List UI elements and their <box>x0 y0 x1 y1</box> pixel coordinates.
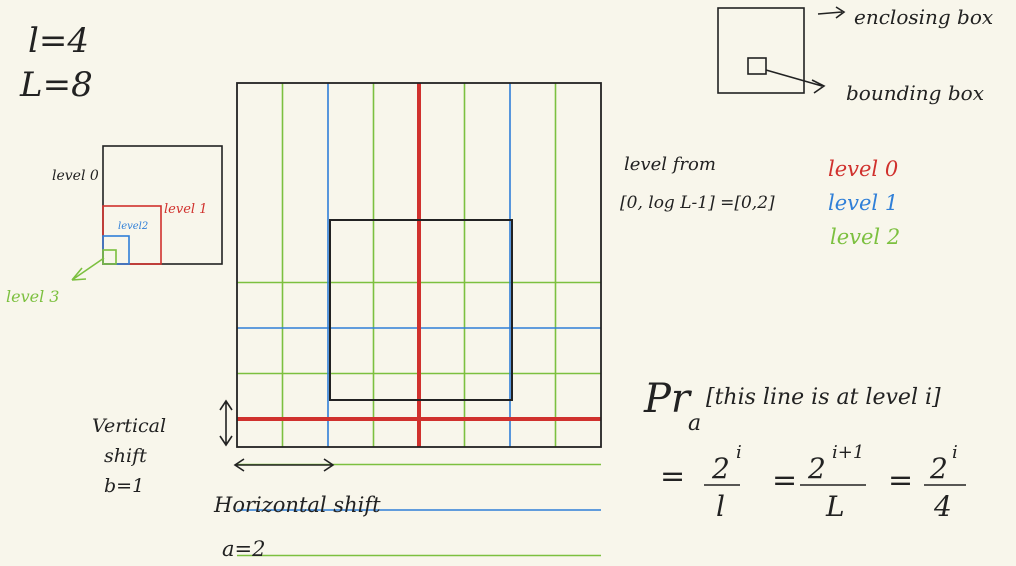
bounding-arrow <box>765 69 826 94</box>
level-key-0: level 0 <box>828 157 898 181</box>
vertical-shift-arrow <box>219 399 233 447</box>
param-l: l=4 <box>28 21 89 61</box>
level3-label: level 3 <box>6 287 59 306</box>
level0-box <box>102 145 223 265</box>
horizontal-shift-line2: a=2 <box>222 537 265 561</box>
vertical-shift-line1: Vertical <box>92 415 166 437</box>
fraction2-num: 2 <box>807 452 826 485</box>
fraction3-exp: i <box>952 442 958 463</box>
small-level-diagram: level 0 level 1 level2 level 3 <box>6 145 223 306</box>
level3-box <box>102 249 117 265</box>
level2-label: level2 <box>118 221 148 232</box>
level-key-1: level 1 <box>828 191 898 215</box>
enclosing-box-icon <box>717 7 805 94</box>
fraction1-exp: i <box>736 442 742 463</box>
vertical-shift-line3: b=1 <box>104 475 144 497</box>
fraction1-den: l <box>716 490 725 523</box>
vertical-shift-line2: shift <box>104 445 147 467</box>
formula-eq2: = <box>772 463 797 498</box>
fraction3-den: 4 <box>933 490 952 523</box>
level-key-2: level 2 <box>830 225 900 249</box>
formula-pr: Pr <box>643 376 693 422</box>
box-legend: enclosing box bounding box <box>717 5 993 105</box>
level1-box <box>102 205 162 265</box>
bounding-box-icon <box>747 57 767 75</box>
shifted-black-box <box>329 219 513 401</box>
grid-outer-border <box>236 82 602 448</box>
formula-subscript: a <box>688 411 701 436</box>
formula-eq1: = <box>660 459 685 494</box>
fraction2-den: L <box>825 490 845 523</box>
probability-formula: Pr a [this line is at level i] = 2 i l =… <box>643 376 966 523</box>
fraction3-num: 2 <box>929 452 948 485</box>
param-L: L=8 <box>19 65 93 105</box>
level0-label: level 0 <box>52 168 99 184</box>
horizontal-shift-line1: Horizontal shift <box>213 493 381 517</box>
level1-label: level 1 <box>164 202 207 217</box>
formula-bracket: [this line is at level i] <box>706 385 941 410</box>
level3-arrow <box>71 257 105 281</box>
fraction2-exp: i+1 <box>832 442 864 463</box>
level-range-line2: [0, log L-1] =[0,2] <box>620 193 775 213</box>
formula-eq3: = <box>888 463 913 498</box>
main-grid <box>236 82 602 557</box>
enclosing-arrow <box>817 6 846 19</box>
level-range-line1: level from <box>624 154 716 175</box>
fraction1-num: 2 <box>711 452 730 485</box>
enclosing-label: enclosing box <box>854 5 993 29</box>
horizontal-shift-arrow <box>233 458 335 472</box>
bounding-label: bounding box <box>846 81 984 105</box>
